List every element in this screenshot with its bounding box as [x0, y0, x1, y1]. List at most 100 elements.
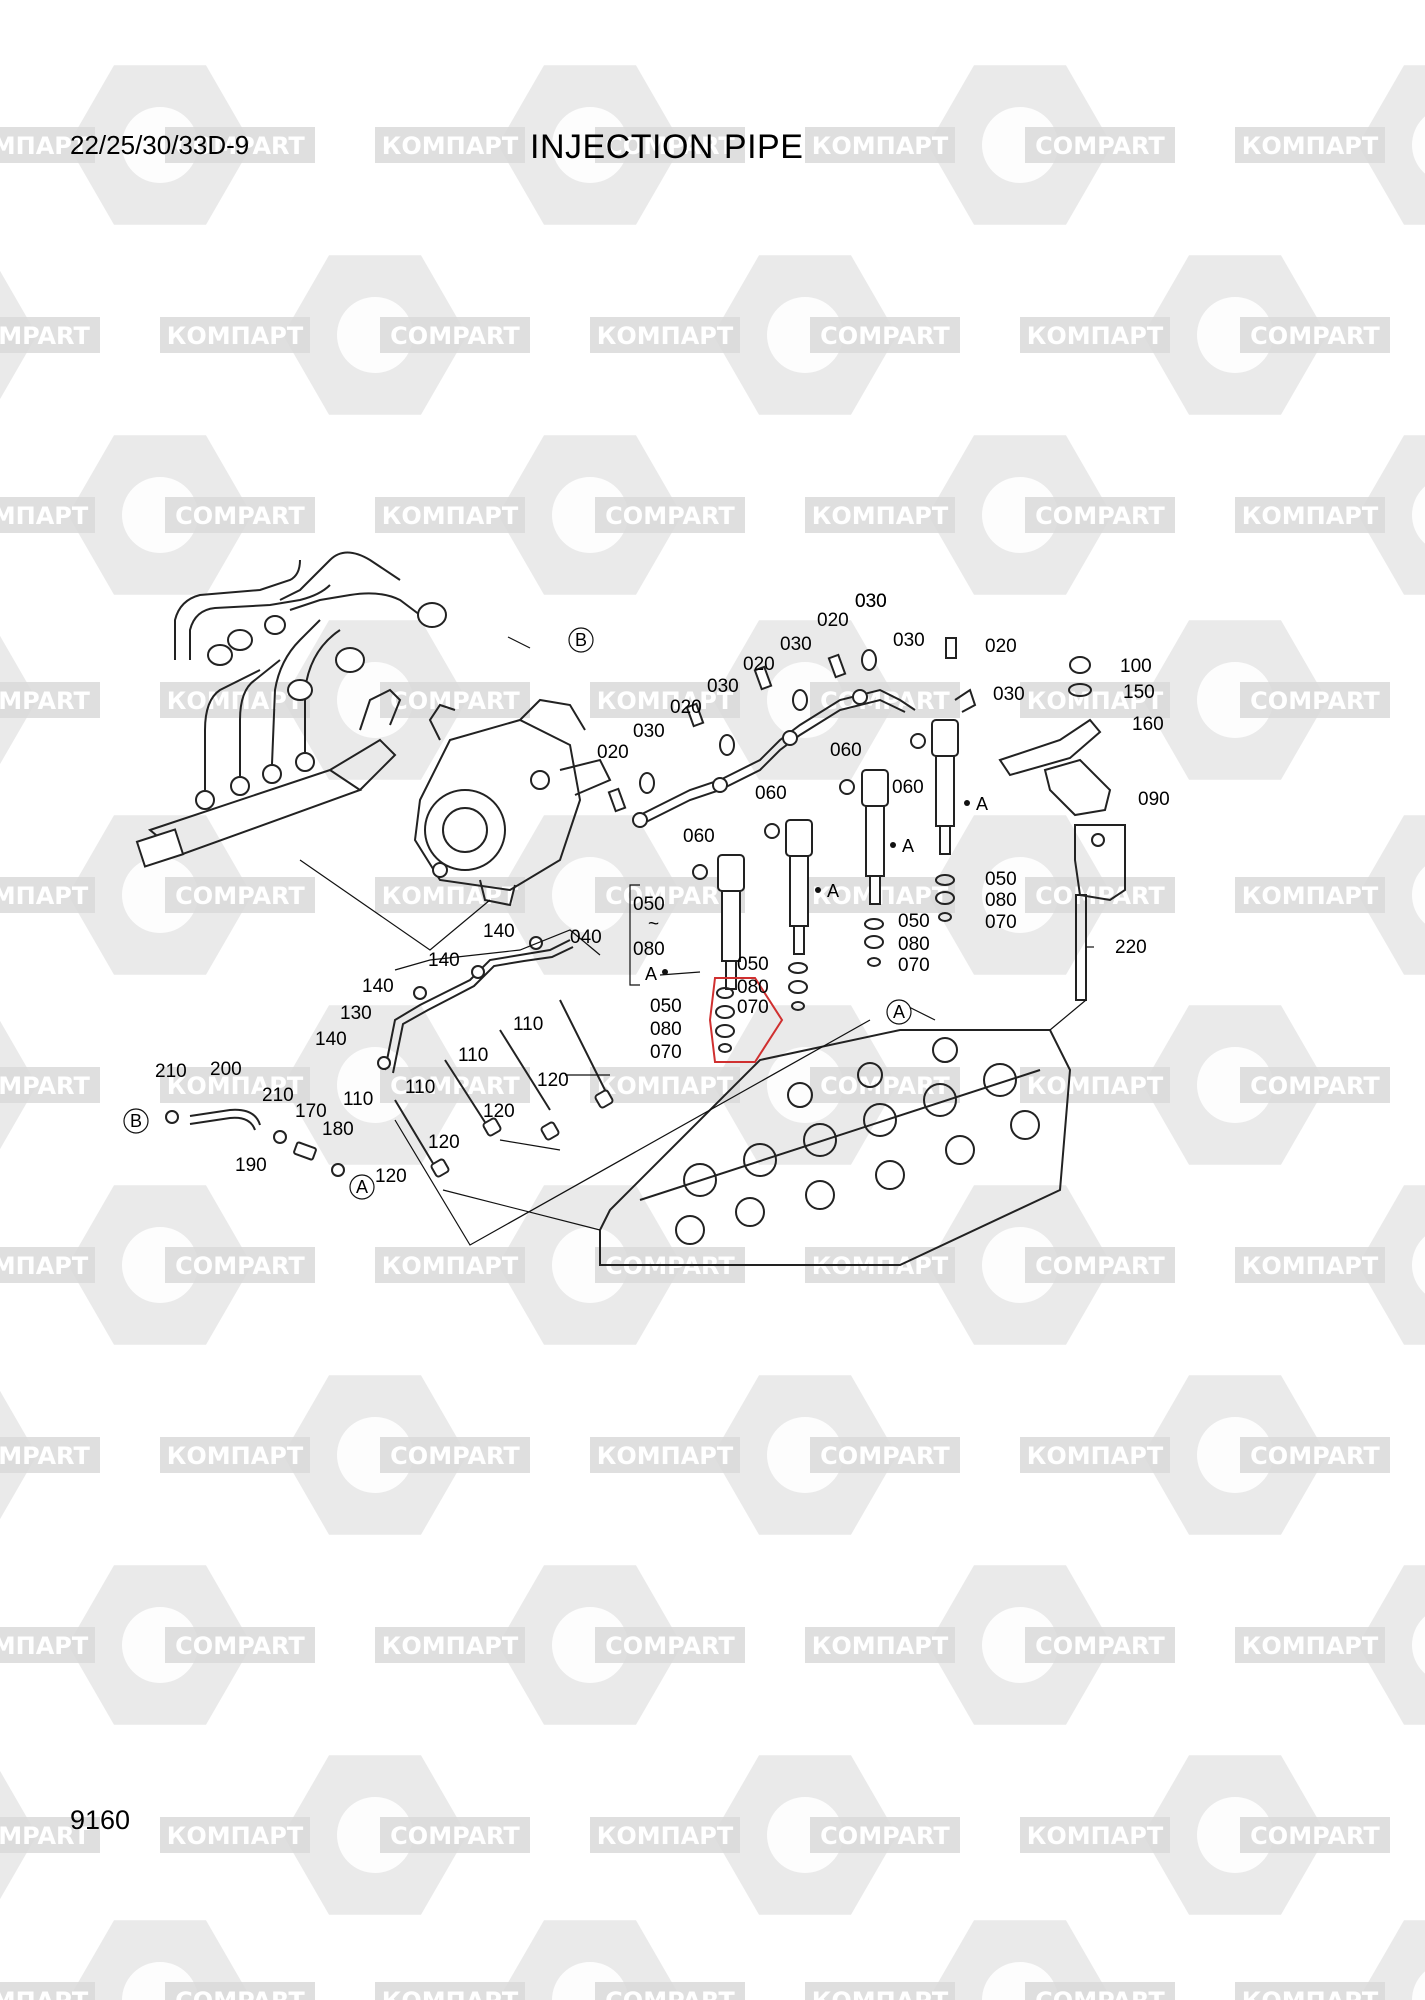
callout-220: 220	[1115, 937, 1147, 958]
svg-text:КОМПАРТ: КОМПАРТ	[1027, 687, 1164, 715]
callout-120: 120	[428, 1132, 460, 1153]
seal-rings	[715, 874, 955, 1053]
svg-text:КОМПАРТ: КОМПАРТ	[812, 1987, 949, 2000]
page-number: 9160	[70, 1805, 131, 1835]
injector-2	[764, 819, 813, 955]
callout-020: 020	[670, 697, 702, 718]
svg-text:COMPART: COMPART	[175, 132, 305, 160]
svg-text:COMPART: COMPART	[1035, 132, 1165, 160]
callout-030: 030	[707, 676, 739, 697]
highlight-frame	[708, 977, 784, 1063]
callout-020: 020	[985, 636, 1017, 657]
svg-text:КОМПАРТ: КОМПАРТ	[1242, 882, 1379, 910]
svg-text:КОМПАРТ: КОМПАРТ	[1027, 1822, 1164, 1850]
svg-text:COMPART: COMPART	[175, 502, 305, 530]
svg-text:COMPART: COMPART	[175, 1987, 305, 2000]
callout-200: 200	[210, 1059, 242, 1080]
callout-050: 050	[633, 894, 665, 915]
callout-140: 140	[315, 1029, 347, 1050]
callout-140: 140	[428, 950, 460, 971]
callout-150: 150	[1123, 682, 1155, 703]
svg-text:КОМПАРТ: КОМПАРТ	[167, 1442, 304, 1470]
callout-020: 020	[597, 742, 629, 763]
callout-080: 080	[898, 934, 930, 955]
svg-text:COMPART: COMPART	[1250, 1072, 1380, 1100]
model-code: 22/25/30/33D-9	[70, 130, 250, 160]
svg-text:КОМПАРТ: КОМПАРТ	[382, 1252, 519, 1280]
callout-080: 080	[650, 1019, 682, 1040]
svg-text:КОМПАРТ: КОМПАРТ	[0, 132, 89, 160]
callout-120: 120	[537, 1070, 569, 1091]
fuel-rail-assembly	[135, 551, 447, 868]
callout-070: 070	[985, 912, 1017, 933]
leak-off-pipe	[607, 637, 977, 828]
watermark-tile: КОМПАРТ COMPART	[0, 1920, 315, 2000]
callout-140: 140	[483, 921, 515, 942]
ref-a: A	[976, 794, 988, 814]
svg-text:COMPART: COMPART	[1035, 1632, 1165, 1660]
callout-labels: 020 020 020 020 020 030 030 030 030 030 …	[123, 591, 1170, 1200]
callout-100: 100	[1120, 656, 1152, 677]
svg-text:КОМПАРТ: КОМПАРТ	[597, 1822, 734, 1850]
svg-text:КОМПАРТ: КОМПАРТ	[1242, 1252, 1379, 1280]
callout-130: 130	[340, 1003, 372, 1024]
callout-210: 210	[262, 1085, 294, 1106]
svg-text:COMPART: COMPART	[1035, 882, 1165, 910]
callout-020: 020	[743, 654, 775, 675]
injector-4	[910, 719, 959, 855]
leader-lines	[299, 636, 1094, 1246]
callout-030: 030	[893, 630, 925, 651]
callout-020: 020	[817, 610, 849, 631]
svg-text:КОМПАРТ: КОМПАРТ	[382, 1632, 519, 1660]
svg-text:КОМПАРТ: КОМПАРТ	[597, 322, 734, 350]
svg-text:COMPART: COMPART	[175, 1632, 305, 1660]
callout-030: 030	[855, 591, 887, 612]
callout-170: 170	[295, 1101, 327, 1122]
svg-text:КОМПАРТ: КОМПАРТ	[0, 1987, 89, 2000]
svg-text:COMPART: COMPART	[820, 322, 950, 350]
svg-text:КОМПАРТ: КОМПАРТ	[1027, 322, 1164, 350]
callout-050: 050	[737, 954, 769, 975]
svg-text:COMPART: COMPART	[605, 502, 735, 530]
callout-120: 120	[483, 1101, 515, 1122]
callout-210: 210	[155, 1061, 187, 1082]
svg-text:COMPART: COMPART	[0, 1822, 90, 1850]
ref-b: B	[130, 1111, 142, 1131]
svg-text:КОМПАРТ: КОМПАРТ	[597, 687, 734, 715]
callout-090: 090	[1138, 789, 1170, 810]
callout-080: 080	[985, 890, 1017, 911]
svg-text:COMPART: COMPART	[820, 1072, 950, 1100]
svg-text:КОМПАРТ: КОМПАРТ	[812, 132, 949, 160]
svg-text:КОМПАРТ: КОМПАРТ	[382, 1987, 519, 2000]
watermark-tile: КОМПАРТ COMPART	[590, 255, 960, 415]
callout-050: 050	[985, 869, 1017, 890]
callout-080: 080	[737, 977, 769, 998]
callout-060: 060	[755, 783, 787, 804]
svg-text:COMPART: COMPART	[605, 882, 735, 910]
ref-b: B	[575, 630, 587, 650]
svg-text:COMPART: COMPART	[1035, 1252, 1165, 1280]
svg-text:КОМПАРТ: КОМПАРТ	[167, 687, 304, 715]
